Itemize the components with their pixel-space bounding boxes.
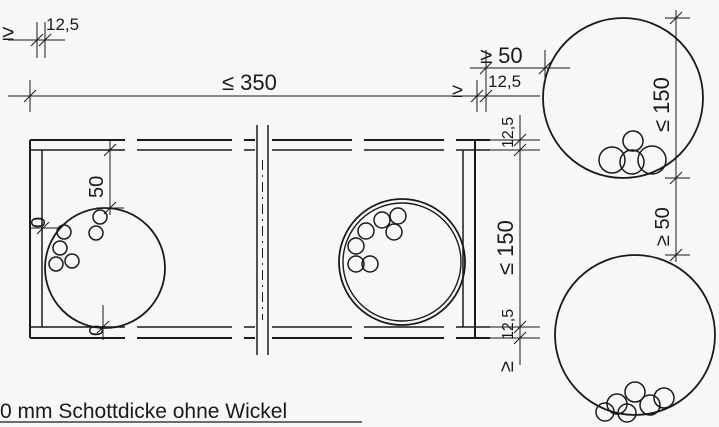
label-le-350: ≤ 350 <box>222 70 277 95</box>
cable-circle <box>598 146 626 174</box>
dim-tick <box>513 320 527 334</box>
cable-circle <box>56 224 72 240</box>
label-ge-50-circles: ≥ 50 <box>652 207 674 246</box>
cable-circle <box>52 240 68 256</box>
label-125-top: 12,5 <box>46 15 79 34</box>
label-ge-frame-bottom: ≥ <box>496 361 518 372</box>
cable-circle <box>48 256 64 272</box>
dim-tick <box>103 143 117 157</box>
label-125-right: 12,5 <box>488 72 521 91</box>
dim-tick <box>96 320 110 334</box>
dim-tick <box>23 89 37 103</box>
label-ge-125-top: ≥ <box>2 20 14 45</box>
label-le-150-circle: ≤ 150 <box>649 77 674 132</box>
dim-tick <box>38 33 52 47</box>
cable-circle <box>357 222 375 240</box>
label-le-150-frame: ≤ 150 <box>493 220 518 275</box>
penetration-circle-right-bottom <box>554 254 716 416</box>
circle-left <box>44 207 166 329</box>
cable-circle <box>622 130 644 152</box>
dim-tick <box>479 61 493 75</box>
penetration-circle-left <box>44 207 166 329</box>
cable-circle <box>373 211 391 229</box>
cable-circle <box>88 225 104 241</box>
circle-middle <box>338 198 466 326</box>
dimension-lines <box>8 10 690 365</box>
label-ge-50-right: ≥ 50 <box>480 43 523 68</box>
cable-circle <box>347 255 365 273</box>
cable-circle <box>92 209 108 225</box>
cable-circle <box>637 145 667 175</box>
dim-tick <box>538 61 552 75</box>
dim-tick <box>513 143 527 157</box>
dim-tick <box>669 248 683 262</box>
dim-tick <box>513 331 527 345</box>
label-0-left: 0 <box>28 217 50 228</box>
cable-circle <box>361 255 379 273</box>
cable-circle <box>347 237 365 255</box>
dim-tick <box>103 201 117 215</box>
circle-right-top <box>542 17 704 179</box>
frame <box>29 125 490 355</box>
penetration-circle-middle-outer <box>338 198 466 326</box>
label-125-frame-top: 12,5 <box>500 117 517 148</box>
dim-tick <box>479 89 493 103</box>
label-125-frame-bottom: 12,5 <box>500 309 517 340</box>
dim-tick <box>669 11 683 25</box>
dim-tick <box>669 171 683 185</box>
cable-circle <box>389 207 407 225</box>
label-ge-125-right: ≥ <box>452 80 463 102</box>
cable-circle <box>639 394 661 416</box>
penetration-circle-right-top <box>542 17 704 179</box>
caption: 0 mm Schottdicke ohne Wickel <box>0 400 287 423</box>
cable-circle <box>64 253 80 269</box>
cable-circle <box>617 403 637 423</box>
cable-circle <box>624 381 646 403</box>
cable-circle <box>619 149 645 175</box>
circle-right-bottom <box>554 254 716 423</box>
label-0-bottom: 0 <box>86 325 108 336</box>
cable-circle <box>385 223 403 241</box>
dim-tick <box>470 89 484 103</box>
cable-circle <box>653 387 675 409</box>
dim-tick <box>30 33 44 47</box>
penetration-circle-middle-inner <box>342 202 462 322</box>
label-50-left: 50 <box>86 176 108 198</box>
dim-tick <box>36 221 50 235</box>
cable-circle <box>595 402 615 422</box>
dim-tick <box>513 133 527 147</box>
labels: ≥ 12,5 ≤ 350 ≥ 50 ≥ 12,5 50 0 0 12,5 ≤ 1… <box>0 15 674 423</box>
